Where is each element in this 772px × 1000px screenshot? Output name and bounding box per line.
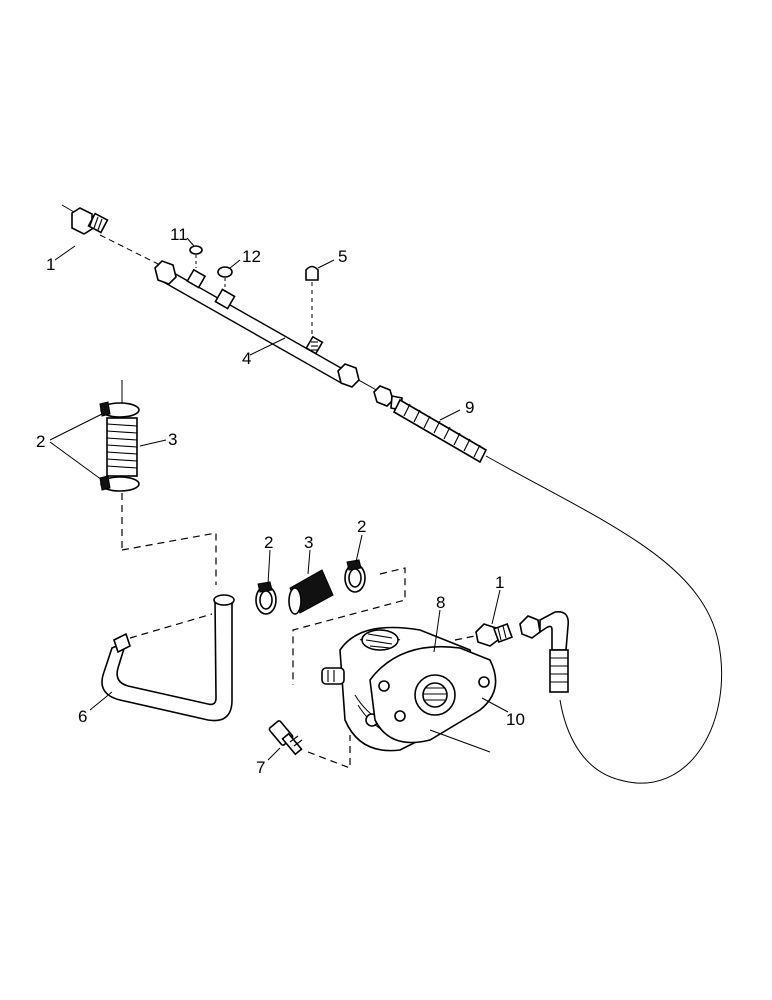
callout-8: 8 [436,593,445,612]
washer-icon [217,266,233,292]
pipe-icon [154,260,360,388]
callout-9: 9 [465,398,474,417]
callout-10: 10 [506,710,525,729]
leader-lines [49,237,509,761]
hose-clamp-icon [99,401,140,418]
callout-6: 6 [78,707,87,726]
callout-11: 11 [170,225,188,244]
hose-group-mid [255,559,406,685]
fitting-icon [61,204,109,235]
washer-icon [189,245,203,268]
callout-2-mid-b: 2 [357,517,366,536]
bolt-icon [268,720,351,769]
callout-7: 7 [256,758,265,777]
cap-icon [305,265,319,338]
callout-1-top: 1 [46,255,55,274]
callout-2-left: 2 [36,432,45,451]
callout-1-right: 1 [495,573,504,592]
hose-clamp-icon [99,475,140,492]
pipe-icon [101,594,235,722]
callout-4: 4 [242,349,251,368]
callout-2-mid-a: 2 [264,533,273,552]
fitting-icon [454,623,513,647]
callout-3-left: 3 [168,430,177,449]
callout-3-mid: 3 [304,533,313,552]
hose-clamp-icon [344,559,366,593]
hose-group-left [99,380,217,585]
callout-labels: 1 11 12 5 4 9 2 3 2 3 2 8 1 6 7 10 [36,225,525,777]
hose-icon [288,569,334,615]
hose-icon [106,417,138,477]
callout-12: 12 [242,247,261,266]
hose-clamp-icon [255,581,277,615]
fitting-icon [519,610,570,693]
gasket-icon [369,645,497,753]
cable-icon [373,385,723,784]
callout-5: 5 [338,247,347,266]
